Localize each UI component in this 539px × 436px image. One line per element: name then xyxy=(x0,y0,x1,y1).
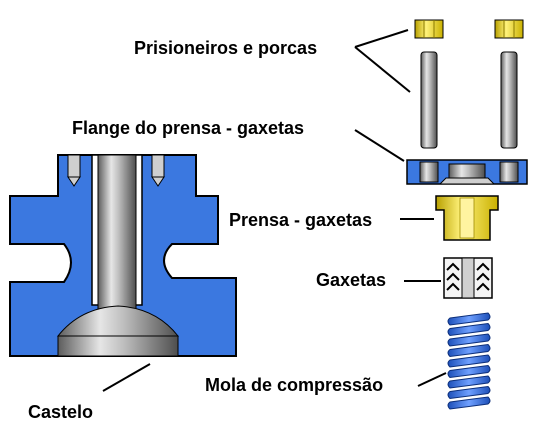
nut-left xyxy=(414,19,444,39)
spring-coil xyxy=(447,354,491,368)
compression-spring xyxy=(447,312,491,410)
label-spring: Mola de compressão xyxy=(205,375,384,395)
stud-left xyxy=(420,51,438,149)
label-studs-nuts: Prisioneiros e porcas xyxy=(134,38,318,58)
gland-follower xyxy=(435,195,499,241)
spring-coil xyxy=(447,396,491,410)
label-bonnet: Castelo xyxy=(28,402,94,422)
studs-leader-top xyxy=(354,29,409,48)
spring-coil xyxy=(447,343,491,358)
nut-right xyxy=(494,19,524,39)
label-gland-flange: Flange do prensa - gaxetas xyxy=(72,118,305,138)
packing-rings xyxy=(443,257,493,299)
bonnet-leader-line xyxy=(102,363,151,392)
spring-leader-line xyxy=(417,372,447,387)
flange-leader-line xyxy=(354,129,405,162)
spring-coil xyxy=(447,364,491,379)
stud-right xyxy=(500,51,518,149)
label-gland: Prensa - gaxetas xyxy=(229,210,373,230)
studs-leader-bottom xyxy=(354,46,411,93)
spring-coil xyxy=(447,385,491,400)
gland-flange xyxy=(406,159,528,185)
spring-coil xyxy=(447,322,491,337)
spring-coil xyxy=(447,375,491,389)
valve-stem xyxy=(56,154,180,357)
label-packing: Gaxetas xyxy=(316,270,387,290)
spring-coil xyxy=(447,333,491,347)
spring-coil xyxy=(447,312,491,326)
